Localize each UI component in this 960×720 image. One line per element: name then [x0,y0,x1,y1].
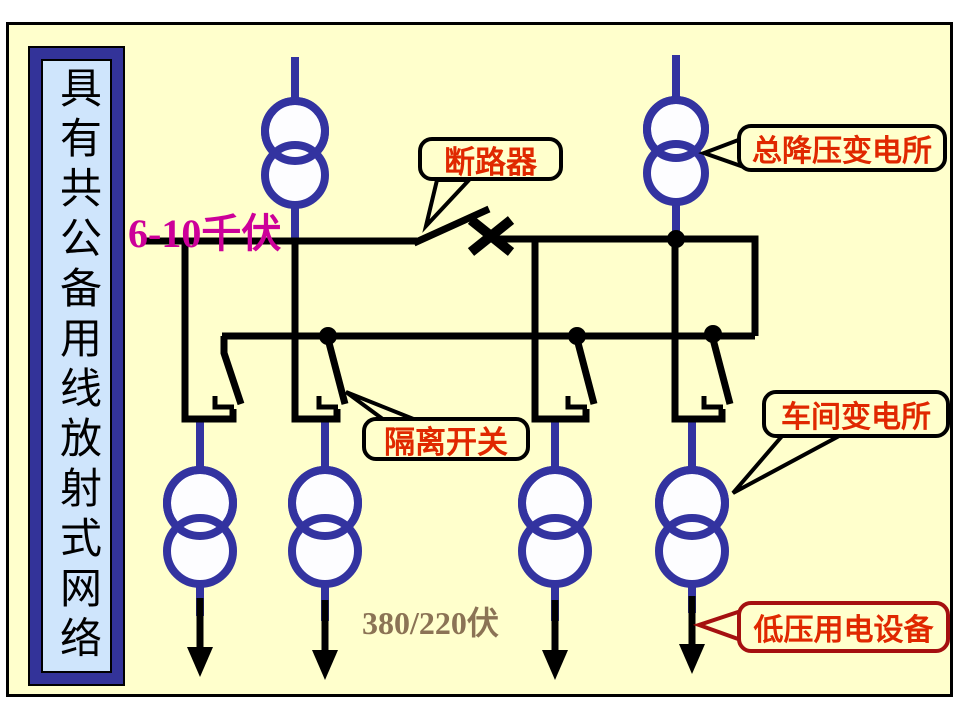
title-banner-inner: 具有共公备用线放射式网络 [41,59,112,673]
feeder-2-switch-blade [324,338,349,405]
callout-isolator: 隔离开关 [362,417,530,461]
junction-dot [319,327,337,345]
feeder-4-contact [701,396,723,410]
breaker-cross-icon [467,216,515,256]
top-busbar-right [497,235,759,336]
feeder-3-switch-blade [573,338,598,405]
breaker-blade [412,205,491,247]
feeder-3-contact [565,396,587,410]
feeder-1-drop [181,241,237,423]
main-substation-callout-tail [698,136,743,169]
callout-workshop-substation: 车间变电所 [762,390,950,438]
feeder-4-drop [671,239,726,423]
callout-lv-equipment-label: 低压用电设备 [753,614,934,647]
load-arrow-1 [187,598,213,677]
junction-dot [667,230,685,248]
junction-dot [568,327,586,345]
page-title: 具有共公备用线放射式网络 [53,66,100,666]
workshop-transformer-2-icon [288,466,362,588]
load-arrow-2 [312,600,338,680]
workshop-transformer-3-icon [518,466,592,588]
callout-workshop-substation-label: 车间变电所 [781,401,931,434]
callout-breaker-label: 断路器 [444,144,537,180]
voltage-low-label: 380/220伏 [362,605,499,641]
right-main-transformer-icon [643,96,709,206]
feeder-1-contact [212,396,234,410]
voltage-high-label: 6-10千伏 [128,211,282,256]
feeder-3-drop [531,239,590,423]
callout-main-substation: 总降压变电所 [737,124,947,172]
feeder-1-switch-blade [220,336,245,406]
transformers [163,96,729,588]
lv-callout-tail [692,608,743,643]
junction-dots [319,230,722,345]
feeder-2-drop [291,241,341,423]
workshop-callout-tail [731,433,842,495]
left-main-transformer-icon [261,97,329,209]
wiring [143,205,759,423]
title-banner: 具有共公备用线放射式网络 [28,46,125,686]
load-arrows [187,596,705,680]
junction-dot [704,325,722,343]
workshop-transformer-1-icon [163,466,237,588]
load-arrow-3 [542,600,568,680]
callout-breaker: 断路器 [418,137,563,181]
feeder-4-switch-blade [709,338,734,405]
callout-isolator-label: 隔离开关 [384,424,508,460]
feeder-2-contact [316,396,338,410]
callout-lv-equipment: 低压用电设备 [737,601,950,653]
load-arrow-4 [679,596,705,674]
callout-main-substation-label: 总降压变电所 [752,135,932,168]
workshop-transformer-4-icon [655,466,729,588]
